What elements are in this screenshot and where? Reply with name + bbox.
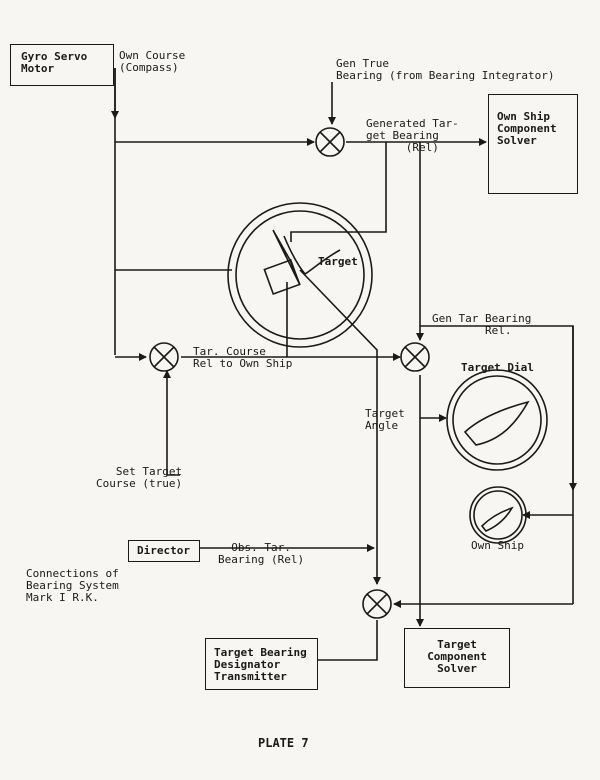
set-target-course-label: Set Target Course (true) — [96, 465, 183, 490]
director-box: Director — [128, 540, 200, 562]
obs-tar-bearing-label: Obs. Tar. Bearing (Rel) — [218, 541, 305, 566]
target-dial — [446, 369, 548, 471]
own-ship-label: Own Ship — [471, 539, 524, 552]
junction-4-down — [318, 620, 378, 661]
gen-tar-bearing-rel-line — [420, 325, 577, 491]
summing-junction-3 — [149, 342, 179, 372]
gyro-servo-motor-box: Gyro Servo Motor — [10, 44, 114, 86]
tar-course-rel-label: Tar. Course Rel to Own Ship — [193, 345, 293, 370]
target-bearing-designator-transmitter-box: Target Bearing Designator Transmitter — [205, 638, 318, 690]
own-ship-dial — [469, 486, 527, 544]
dial-to-junction-2 — [299, 269, 381, 585]
set-target-course-line — [163, 370, 180, 476]
bearing-dial — [227, 202, 373, 348]
own-ship-component-solver-box: Own Ship Component Solver — [488, 94, 578, 194]
generated-target-bearing-label: Generated Tar- get Bearing (Rel) — [366, 117, 459, 154]
target-dial-label: Target Dial — [461, 361, 534, 374]
connections-caption: Connections of Bearing System Mark I R.K… — [26, 567, 119, 604]
own-course-label: Own Course (Compass) — [119, 49, 186, 74]
gen-bearing-to-dial — [290, 142, 387, 242]
summing-junction-4 — [362, 589, 392, 619]
target-angle-label: Target Angle — [365, 407, 405, 432]
plate-label: PLATE 7 — [258, 736, 309, 750]
gen-tar-bearing-rel-label: Gen Tar Bearing Rel. — [432, 312, 532, 337]
summing-junction-1 — [315, 127, 345, 157]
gen-true-bearing-label: Gen True Bearing (from Bearing Integrato… — [336, 57, 555, 82]
target-component-solver-box: Target Component Solver — [404, 628, 510, 688]
target-label: Target — [318, 255, 358, 268]
summing-junction-2 — [400, 342, 430, 372]
